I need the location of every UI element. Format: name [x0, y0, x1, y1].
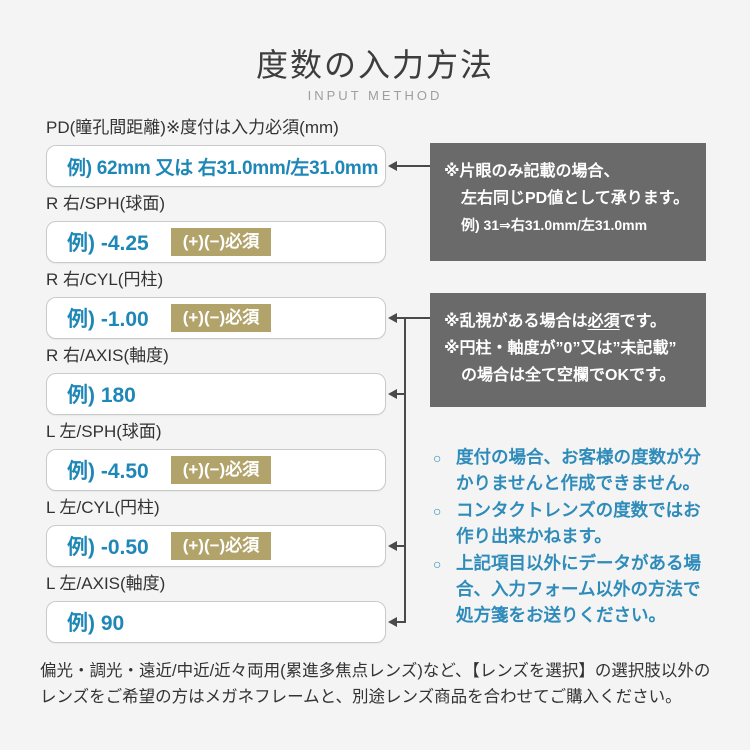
l-cyl-label: L 左/CYL(円柱)	[46, 498, 160, 517]
plus-minus-required-badge: (+)(−)必須	[170, 304, 272, 332]
field-row-pd: PD(瞳孔間距離)※度付は入力必須(mm) 例) 62mm 又は 右31.0mm…	[46, 118, 386, 187]
field-row-r-sph: R 右/SPH(球面) 例) -4.25 (+)(−)必須	[46, 194, 386, 263]
notice-list: ○ 度付の場合、お客様の度数が分かりませんと作成できません。 ○ コンタクトレン…	[432, 444, 714, 629]
circle-bullet-icon: ○	[433, 450, 442, 466]
l-axis-example-field: 例) 90	[46, 601, 386, 643]
circle-bullet-icon: ○	[433, 503, 442, 519]
cyl-note-line1-underlined: 必須	[587, 313, 620, 330]
pd-note-line1: ※片眼のみ記載の場合、	[444, 163, 620, 180]
connector-line-r-cyl	[397, 317, 430, 319]
field-row-r-cyl: R 右/CYL(円柱) 例) -1.00 (+)(−)必須	[46, 270, 386, 339]
r-cyl-label: R 右/CYL(円柱)	[46, 270, 164, 289]
connector-arrow-pd-icon	[388, 161, 397, 171]
l-sph-label: L 左/SPH(球面)	[46, 422, 162, 441]
pd-note-line2: 左右同じPD値として承ります。	[461, 190, 690, 207]
cyl-note-line3: の場合は全て空欄でOKです。	[461, 367, 676, 384]
r-sph-label: R 右/SPH(球面)	[46, 194, 165, 213]
pd-example-field: 例) 62mm 又は 右31.0mm/左31.0mm	[46, 145, 386, 187]
connector-arrow-l-axis-icon	[388, 617, 397, 627]
notice-item: ○ コンタクトレンズの度数ではお作り出来かねます。	[432, 497, 714, 549]
field-row-l-sph: L 左/SPH(球面) 例) -4.50 (+)(−)必須	[46, 422, 386, 491]
field-row-l-cyl: L 左/CYL(円柱) 例) -0.50 (+)(−)必須	[46, 498, 386, 567]
l-cyl-example-text: 例) -0.50	[67, 536, 149, 559]
plus-minus-required-badge: (+)(−)必須	[170, 456, 272, 484]
l-cyl-example-field: 例) -0.50 (+)(−)必須	[46, 525, 386, 567]
pd-note-line3: 例) 31⇒右31.0mm/左31.0mm	[461, 217, 648, 233]
connector-line-r-axis	[397, 393, 406, 395]
notice-text: コンタクトレンズの度数ではお作り出来かねます。	[456, 500, 701, 546]
page-title: 度数の入力方法	[255, 47, 494, 83]
field-row-r-axis: R 右/AXIS(軸度) 例) 180	[46, 346, 386, 415]
l-axis-label: L 左/AXIS(軸度)	[46, 574, 166, 593]
connector-arrow-r-cyl-icon	[388, 313, 397, 323]
r-axis-example-text: 例) 180	[67, 384, 136, 407]
r-cyl-example-text: 例) -1.00	[67, 308, 149, 331]
l-sph-example-field: 例) -4.50 (+)(−)必須	[46, 449, 386, 491]
notice-text: 上記項目以外にデータがある場合、入力フォーム以外の方法で処方箋をお送りください。	[456, 553, 701, 625]
connector-trunk-line	[404, 317, 406, 623]
connector-line-pd	[397, 165, 430, 167]
connector-line-l-cyl	[397, 545, 406, 547]
r-sph-example-field: 例) -4.25 (+)(−)必須	[46, 221, 386, 263]
r-cyl-example-field: 例) -1.00 (+)(−)必須	[46, 297, 386, 339]
r-axis-example-field: 例) 180	[46, 373, 386, 415]
circle-bullet-icon: ○	[433, 556, 442, 572]
field-row-l-axis: L 左/AXIS(軸度) 例) 90	[46, 574, 386, 643]
cyl-note-line1: ※乱視がある場合は必須です。	[444, 308, 692, 335]
connector-arrow-l-cyl-icon	[388, 541, 397, 551]
r-sph-example-text: 例) -4.25	[67, 232, 149, 255]
cyl-note-line1-post: です。	[619, 313, 666, 330]
r-axis-label: R 右/AXIS(軸度)	[46, 346, 169, 365]
page-subtitle: INPUT METHOD	[307, 88, 443, 103]
cyl-note-line2: ※円柱・軸度が”0”又は”未記載”	[444, 340, 677, 357]
pd-example-text: 例) 62mm 又は 右31.0mm/左31.0mm	[67, 157, 379, 179]
footer-note: 偏光・調光・遠近/中近/近々両用(累進多焦点レンズ)など、【レンズを選択】の選択…	[40, 662, 711, 706]
cyl-note-line1-pre: ※乱視がある場合は	[444, 313, 588, 330]
cyl-axis-note-box: ※乱視がある場合は必須です。 ※円柱・軸度が”0”又は”未記載” の場合は全て空…	[430, 293, 706, 407]
plus-minus-required-badge: (+)(−)必須	[170, 228, 272, 256]
notice-text: 度付の場合、お客様の度数が分かりませんと作成できません。	[456, 447, 701, 493]
notice-item: ○ 度付の場合、お客様の度数が分かりませんと作成できません。	[432, 444, 714, 496]
plus-minus-required-badge: (+)(−)必須	[170, 532, 272, 560]
pd-label: PD(瞳孔間距離)※度付は入力必須(mm)	[46, 118, 339, 137]
notice-item: ○ 上記項目以外にデータがある場合、入力フォーム以外の方法で処方箋をお送りくださ…	[432, 550, 714, 628]
pd-note-box: ※片眼のみ記載の場合、 左右同じPD値として承ります。 例) 31⇒右31.0m…	[430, 143, 706, 261]
l-sph-example-text: 例) -4.50	[67, 460, 149, 483]
connector-arrow-r-axis-icon	[388, 389, 397, 399]
connector-line-l-axis	[397, 621, 406, 623]
l-axis-example-text: 例) 90	[67, 612, 125, 635]
